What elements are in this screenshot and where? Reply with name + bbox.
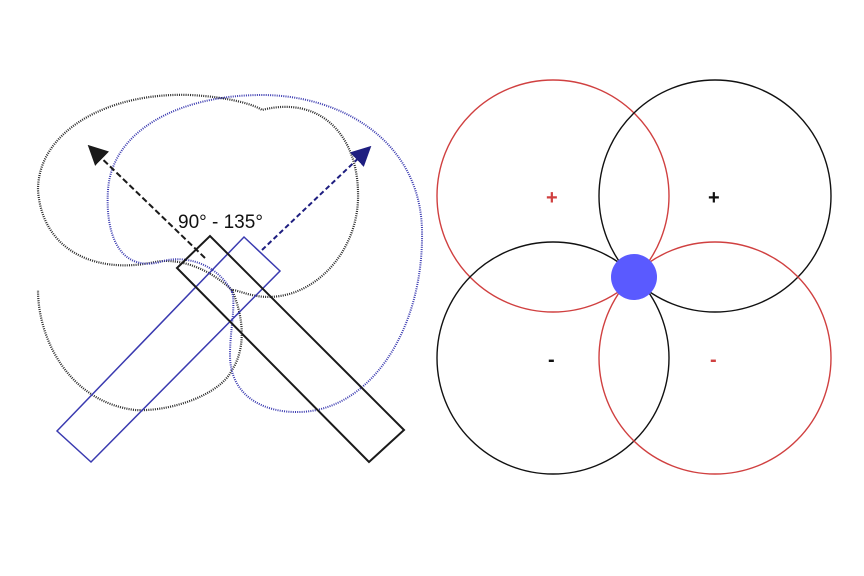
black-microphone-body bbox=[175, 234, 406, 464]
lobe-bottom-left bbox=[436, 241, 670, 475]
sign-top-left: + bbox=[546, 187, 558, 209]
blue-cardioid-pattern bbox=[106, 93, 424, 414]
coincident-pair-diagram: 90° - 135° bbox=[36, 93, 424, 464]
front-axis-arrow bbox=[87, 144, 206, 259]
lobe-bottom-right bbox=[598, 241, 832, 475]
sign-top-right: + bbox=[708, 187, 720, 209]
sign-bottom-left: - bbox=[548, 349, 555, 371]
center-microphone-dot bbox=[611, 254, 657, 300]
lobe-top-left bbox=[436, 79, 670, 313]
blue-microphone-body bbox=[55, 235, 282, 464]
figure8-lobes-diagram: + + - - bbox=[436, 79, 832, 475]
black-cardioid-pattern bbox=[36, 93, 360, 412]
sign-bottom-right: - bbox=[710, 349, 717, 371]
angle-label: 90° - 135° bbox=[178, 212, 263, 233]
lobe-top-right bbox=[598, 79, 832, 313]
rear-axis-arrow bbox=[261, 145, 372, 251]
